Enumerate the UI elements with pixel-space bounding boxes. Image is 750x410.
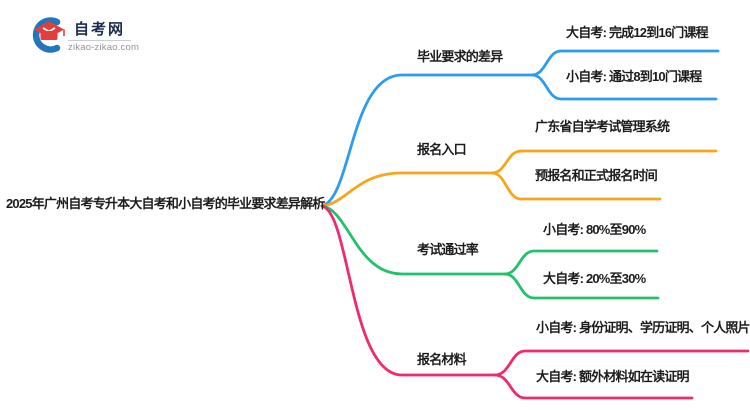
child-line-materials-2 — [493, 373, 694, 400]
child-node-passrate-1: 小自考: 80%至90% — [543, 222, 646, 237]
child-node-graduation-1: 大自考: 完成12到16门课程 — [566, 25, 709, 40]
child-node-passrate-2: 大自考: 20%至30% — [543, 271, 646, 286]
child-line-graduation-1 — [530, 49, 720, 77]
branch-line-materials — [320, 204, 497, 377]
branch-line-entry — [320, 171, 494, 208]
child-line-materials-1 — [493, 349, 750, 377]
child-line-graduation-2 — [530, 73, 718, 101]
child-line-entry-1 — [490, 149, 718, 175]
child-node-entry-2: 预报名和正式报名时间 — [535, 168, 658, 183]
site-logo: 自考网 zikao-zikao.com — [28, 13, 158, 59]
child-node-entry-1: 广东省自学考试管理系统 — [535, 119, 670, 134]
child-line-passrate-2 — [503, 272, 660, 300]
child-node-materials-2: 大自考: 额外材料如在读证明 — [536, 369, 690, 384]
logo-divider — [68, 40, 131, 41]
site-name: 自考网 — [74, 21, 126, 38]
root-node: 2025年广州自考专升本大自考和小自考的毕业要求差异解析 — [6, 196, 325, 211]
site-url: zikao-zikao.com — [68, 42, 140, 53]
branch-label-graduation: 毕业要求的差异 — [417, 49, 503, 64]
child-line-passrate-1 — [503, 249, 659, 276]
branch-line-passrate — [320, 204, 507, 276]
child-line-entry-2 — [490, 171, 662, 201]
branch-label-entry: 报名入口 — [417, 142, 467, 157]
child-node-graduation-2: 小自考: 通过8到10门课程 — [566, 69, 702, 84]
branch-label-passrate: 考试通过率 — [417, 242, 479, 257]
branch-line-graduation — [320, 73, 534, 208]
branch-label-materials: 报名材料 — [417, 352, 467, 367]
graduation-cap-icon — [32, 17, 65, 53]
child-node-materials-1: 小自考: 身份证明、学历证明、个人照片 — [536, 320, 750, 335]
